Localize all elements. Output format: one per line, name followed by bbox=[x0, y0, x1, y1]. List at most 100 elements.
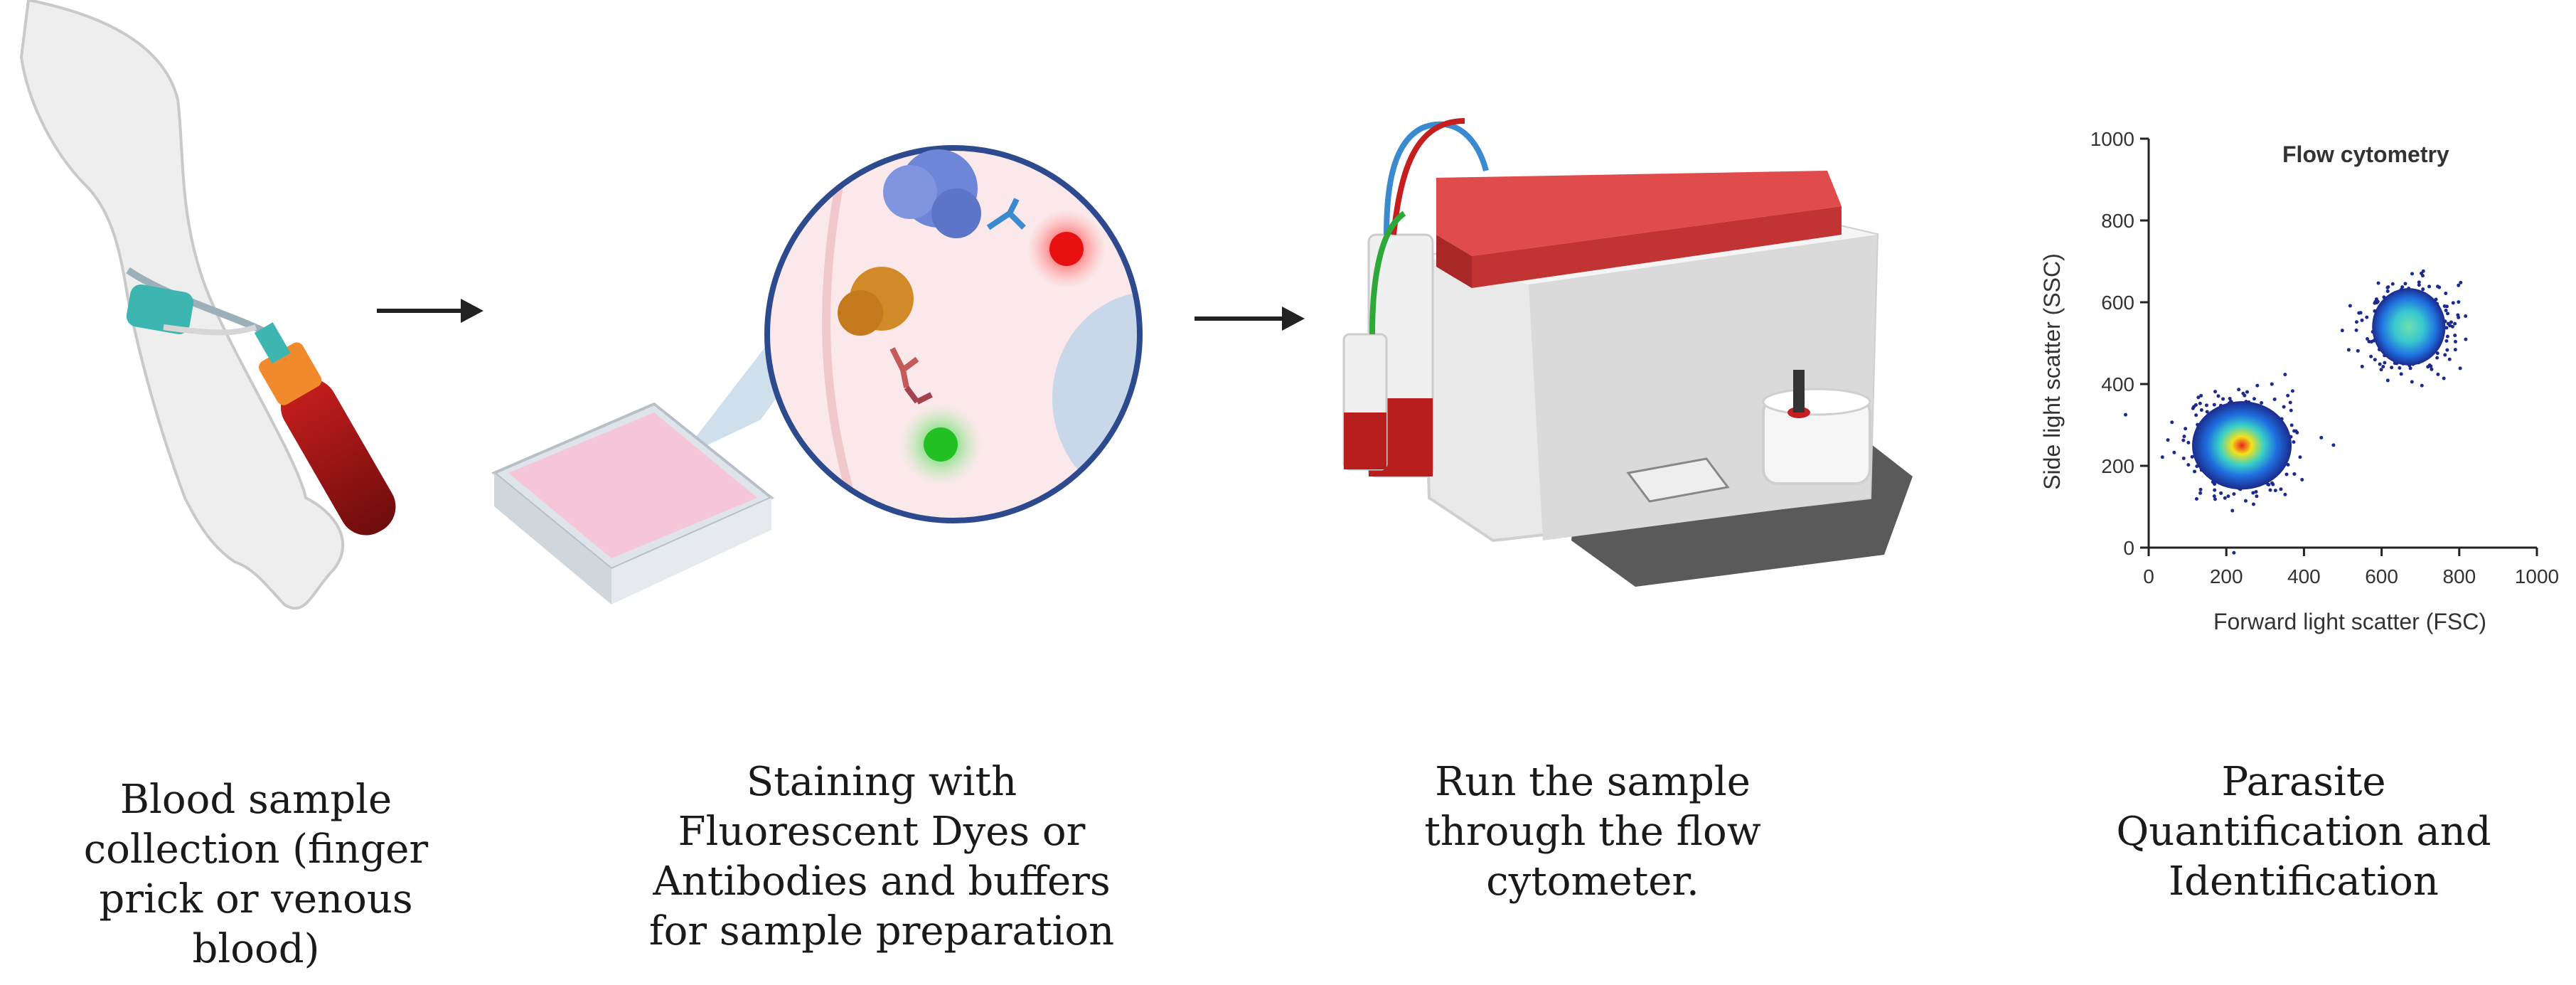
scatter-point bbox=[2166, 438, 2170, 442]
scatter-point bbox=[2270, 481, 2274, 485]
scatter-point bbox=[2445, 348, 2449, 352]
scatter-point bbox=[2232, 492, 2235, 496]
scatter-point bbox=[2270, 383, 2274, 386]
y-tick-label: 1000 bbox=[2090, 128, 2134, 150]
scatter-point bbox=[2194, 413, 2198, 417]
scatter-point bbox=[2200, 408, 2203, 412]
y-tick-label: 200 bbox=[2101, 455, 2134, 477]
scatter-point bbox=[2365, 316, 2368, 319]
scatter-point bbox=[2290, 423, 2294, 427]
x-tick-label: 600 bbox=[2365, 565, 2398, 587]
scatter-point bbox=[2223, 496, 2227, 500]
scatter-point bbox=[2286, 394, 2289, 398]
scatter-point bbox=[2380, 368, 2383, 371]
scatter-point bbox=[2198, 402, 2202, 405]
scatter-point bbox=[2213, 489, 2216, 492]
scatter-point bbox=[2226, 494, 2230, 498]
scatter-point bbox=[2457, 284, 2460, 287]
scatter-point bbox=[2289, 409, 2293, 412]
scatter-point bbox=[2216, 394, 2220, 398]
scatter-point bbox=[2221, 397, 2225, 400]
scatter-point bbox=[2444, 309, 2448, 312]
scatter-point bbox=[2274, 489, 2277, 492]
scatter-point bbox=[2444, 292, 2447, 295]
scatter-point bbox=[2237, 388, 2240, 391]
x-tick-label: 1000 bbox=[2515, 565, 2559, 587]
scatter-point bbox=[2260, 401, 2263, 405]
scatter-point bbox=[2383, 361, 2386, 364]
scatter-point bbox=[2454, 340, 2457, 344]
scatter-point bbox=[2378, 363, 2382, 366]
scatter-point bbox=[2182, 457, 2186, 460]
scatter-point bbox=[2213, 497, 2217, 501]
scatter-point bbox=[2453, 322, 2457, 326]
arrow-1 bbox=[377, 299, 483, 323]
scatter-point bbox=[2446, 312, 2449, 315]
scatter-point bbox=[2292, 472, 2296, 476]
scatter-point bbox=[2422, 270, 2425, 273]
scatter-point bbox=[2445, 304, 2449, 308]
y-tick-label: 800 bbox=[2101, 210, 2134, 232]
scatter-point bbox=[2298, 455, 2302, 459]
scatter-point bbox=[2410, 380, 2414, 383]
y-axis-label: Side light scatter (SSC) bbox=[2039, 253, 2065, 490]
x-tick-label: 800 bbox=[2442, 565, 2476, 587]
scatter-point bbox=[2446, 335, 2449, 339]
scatter-point bbox=[2213, 403, 2216, 407]
scatter-point bbox=[2252, 503, 2255, 506]
scatter-point bbox=[2410, 272, 2414, 275]
arrow-2 bbox=[1195, 307, 1305, 331]
scatter-point bbox=[2464, 314, 2467, 318]
scatter-point bbox=[2273, 398, 2277, 401]
scatter-point bbox=[2232, 551, 2235, 555]
scatter-point bbox=[2341, 329, 2344, 332]
scatter-point bbox=[2459, 281, 2462, 284]
scatter-point bbox=[2230, 509, 2234, 513]
scatter-point bbox=[2199, 394, 2203, 398]
step-1-caption: Blood sample collection (finger prick or… bbox=[57, 775, 455, 974]
scatter-point bbox=[2182, 435, 2186, 438]
scatter-point bbox=[2193, 469, 2196, 473]
scatter-point bbox=[2294, 430, 2298, 433]
population-density-1 bbox=[2192, 401, 2292, 489]
scatter-point bbox=[2357, 312, 2361, 315]
scatter-point bbox=[2283, 373, 2287, 376]
x-axis-label: Forward light scatter (FSC) bbox=[2213, 609, 2486, 634]
scatter-point bbox=[2369, 355, 2373, 358]
y-tick-label: 400 bbox=[2101, 373, 2134, 395]
scatter-point bbox=[2381, 365, 2385, 368]
population-density-2 bbox=[2372, 288, 2445, 366]
step-2-caption: Staining with Fluorescent Dyes or Antibo… bbox=[597, 757, 1166, 957]
scatter-point bbox=[2391, 282, 2395, 286]
scatter-point bbox=[2241, 392, 2245, 395]
scatter-point bbox=[2245, 390, 2249, 394]
chart-title: Flow cytometry bbox=[2282, 142, 2449, 167]
scatter-point bbox=[2269, 489, 2272, 492]
scatter-point bbox=[2361, 365, 2364, 368]
y-tick-label: 0 bbox=[2123, 537, 2134, 559]
scatter-point bbox=[2430, 368, 2433, 371]
scatter-populations bbox=[2124, 270, 2467, 555]
scatter-point bbox=[2400, 285, 2404, 289]
scatter-point bbox=[2300, 478, 2304, 481]
scatter-point bbox=[2435, 356, 2439, 360]
scatter-point bbox=[2457, 300, 2460, 304]
scatter-point bbox=[2255, 494, 2258, 498]
scatter-point bbox=[2456, 314, 2459, 317]
scatter-point bbox=[2192, 405, 2196, 408]
scatter-point bbox=[2436, 373, 2439, 376]
scatter-point bbox=[2172, 451, 2176, 454]
scatter-point bbox=[2403, 282, 2407, 285]
scatter-point bbox=[2428, 363, 2432, 367]
scatter-point bbox=[2331, 443, 2335, 447]
scatter-point bbox=[2205, 403, 2208, 407]
scatter-point bbox=[2186, 463, 2190, 467]
scatter-point bbox=[2319, 436, 2323, 440]
scatter-point bbox=[2386, 285, 2390, 289]
scatter-point bbox=[2444, 339, 2448, 343]
x-tick-label: 400 bbox=[2287, 565, 2321, 587]
scatter-point bbox=[2464, 338, 2467, 341]
scatter-point bbox=[2255, 384, 2259, 388]
scatter-point bbox=[2386, 289, 2390, 293]
scatter-point bbox=[2252, 397, 2256, 400]
